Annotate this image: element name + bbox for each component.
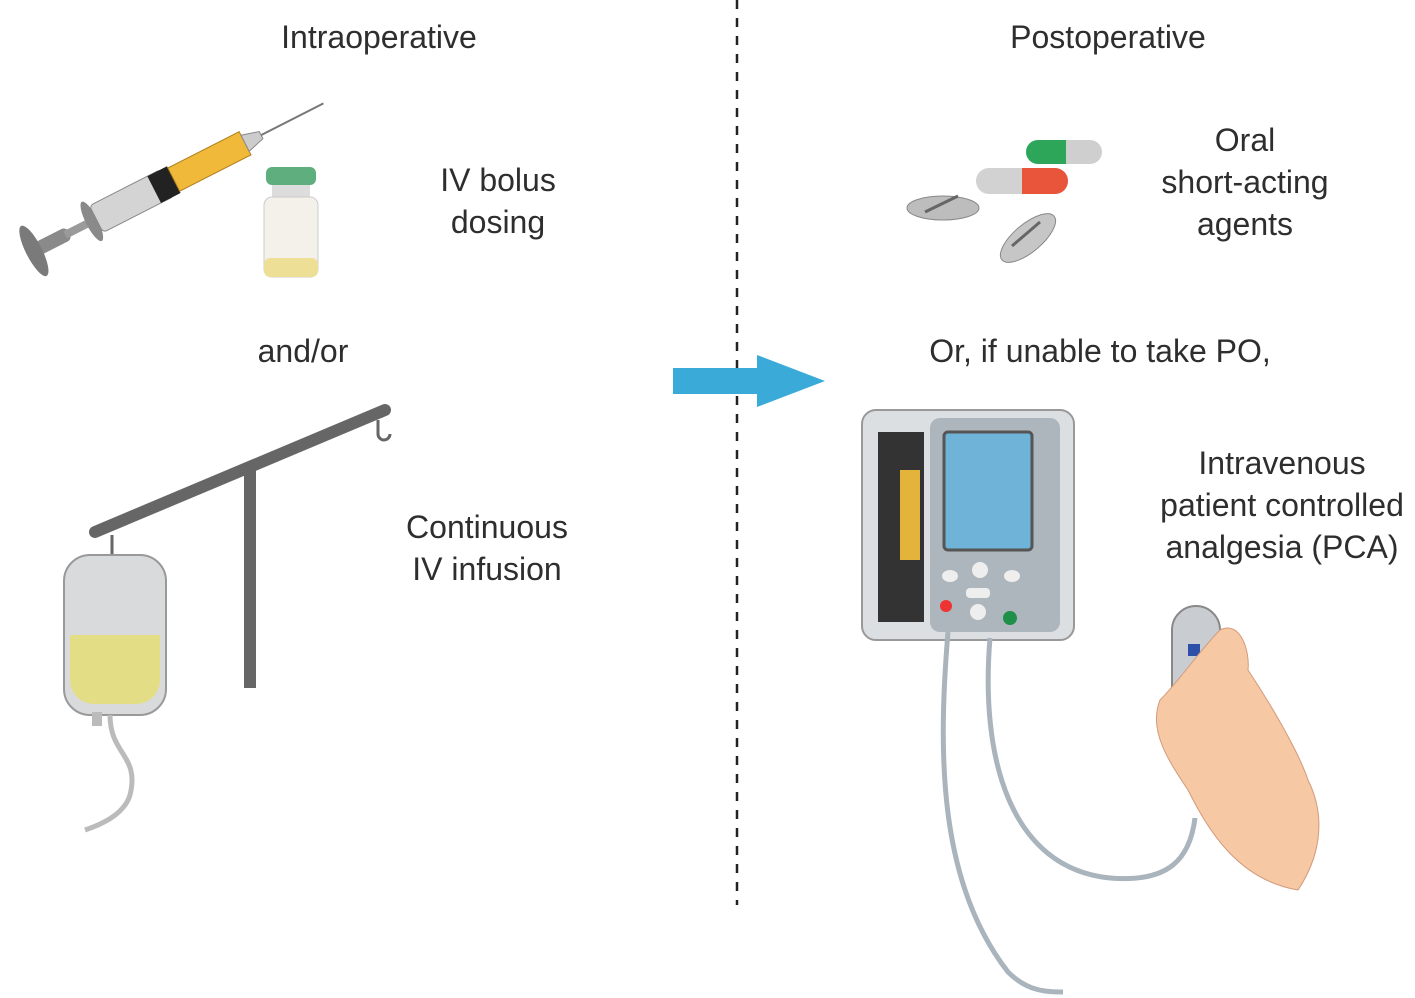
iv-bolus-line-2: dosing	[450, 204, 546, 240]
iv-bolus-label: IV bolus dosing	[440, 159, 556, 243]
pca-line-2: patient controlled	[1160, 487, 1404, 523]
iv-bag-icon	[63, 535, 167, 833]
iv-pole-icon	[89, 404, 392, 688]
oral-line-3: agents	[1196, 206, 1294, 242]
continuous-infusion-label: Continuous IV infusion	[406, 506, 568, 590]
pca-line-3: analgesia (PCA)	[1165, 529, 1399, 565]
and-or-label: and/or	[257, 333, 349, 369]
pca-hand-button-icon	[1155, 605, 1320, 891]
pca-line-1: Intravenous	[1198, 445, 1366, 481]
infusion-line-1: Continuous	[406, 509, 568, 545]
infusion-line-2: IV infusion	[412, 551, 562, 587]
syringe-icon	[19, 102, 324, 277]
intraoperative-heading: Intraoperative	[281, 19, 477, 55]
unable-po-label: Or, if unable to take PO,	[929, 333, 1271, 369]
transition-arrow-icon	[673, 355, 825, 407]
oral-line-1: Oral	[1214, 122, 1276, 158]
vial-icon	[263, 167, 319, 278]
oral-agents-label: Oral short-acting agents	[1161, 119, 1328, 245]
pca-label: Intravenous patient controlled analgesia…	[1160, 442, 1404, 568]
pca-pump-icon	[861, 409, 1198, 995]
postoperative-heading: Postoperative	[1010, 19, 1206, 55]
pills-icon	[906, 140, 1102, 263]
iv-bolus-line-1: IV bolus	[440, 162, 556, 198]
oral-line-2: short-acting	[1161, 164, 1329, 200]
